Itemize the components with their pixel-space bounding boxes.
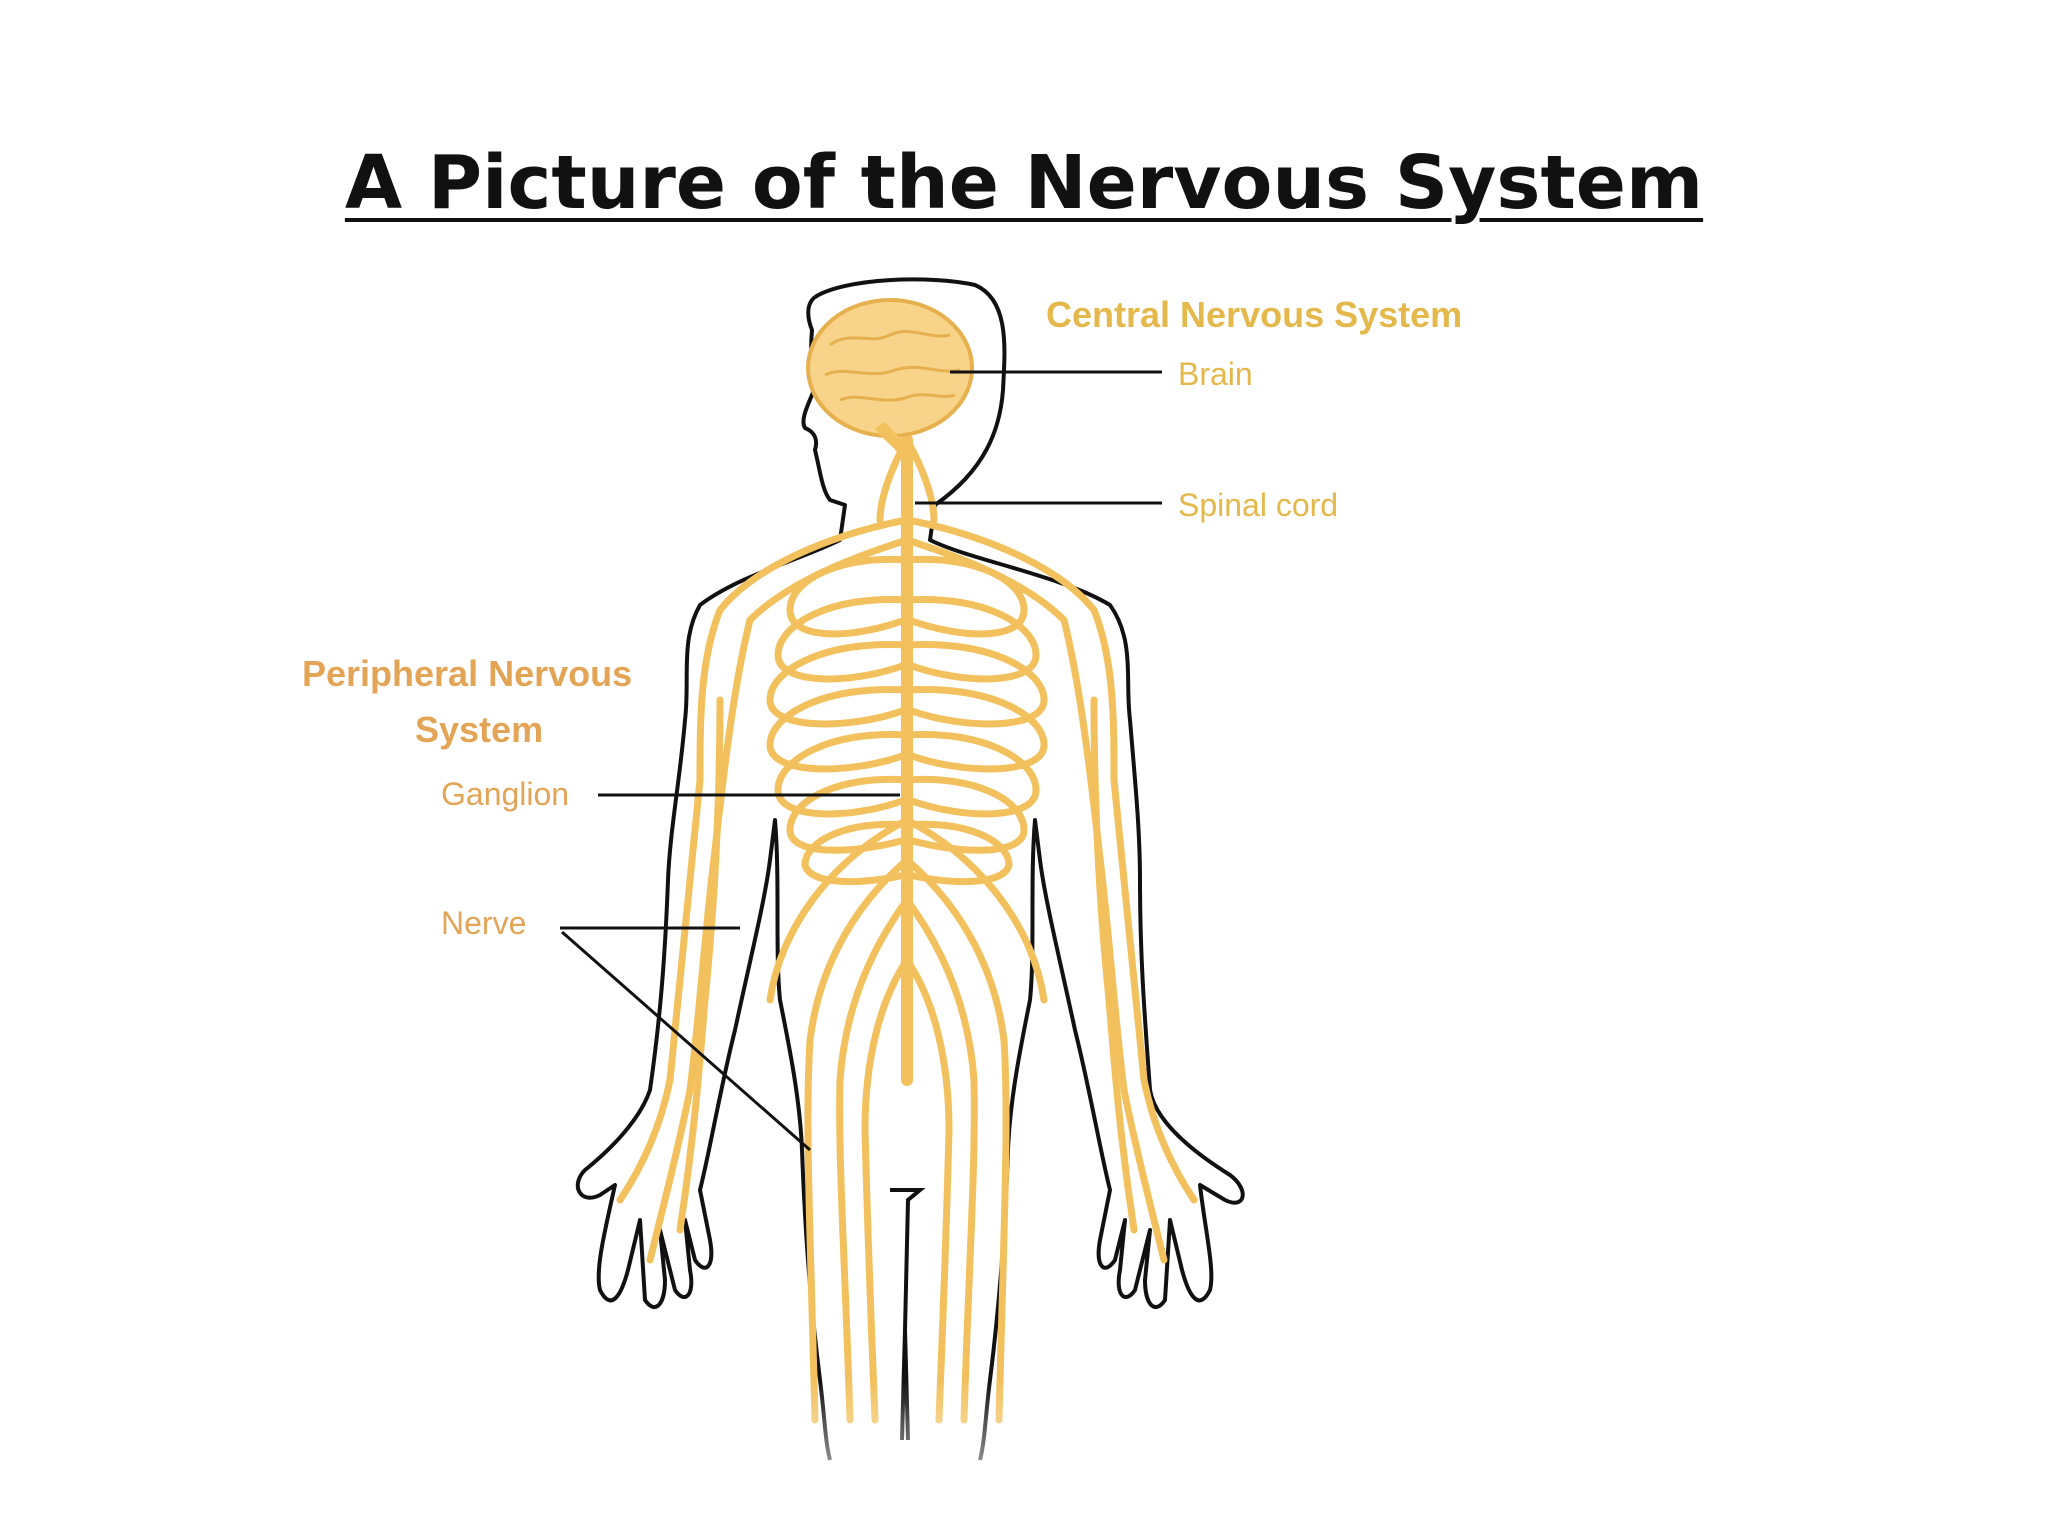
pns-heading-line1: Peripheral Nervous <box>302 653 632 694</box>
brain-label: Brain <box>1178 356 1253 392</box>
leader-lines <box>560 370 1162 1152</box>
nerve-network <box>616 434 1198 1424</box>
pns-heading-line2: System <box>415 709 543 750</box>
cns-heading: Central Nervous System <box>1046 294 1462 335</box>
nerve-label: Nerve <box>441 905 526 941</box>
spinal-cord-label: Spinal cord <box>1178 487 1338 523</box>
slide-title: A Picture of the Nervous System <box>0 140 2048 226</box>
ganglion-label: Ganglion <box>441 776 569 812</box>
nerve-leader-line-leg <box>561 930 811 1152</box>
slide-title-text: A Picture of the Nervous System <box>344 140 1704 226</box>
body-outline <box>813 277 1245 1461</box>
brain-illustration <box>806 298 974 462</box>
